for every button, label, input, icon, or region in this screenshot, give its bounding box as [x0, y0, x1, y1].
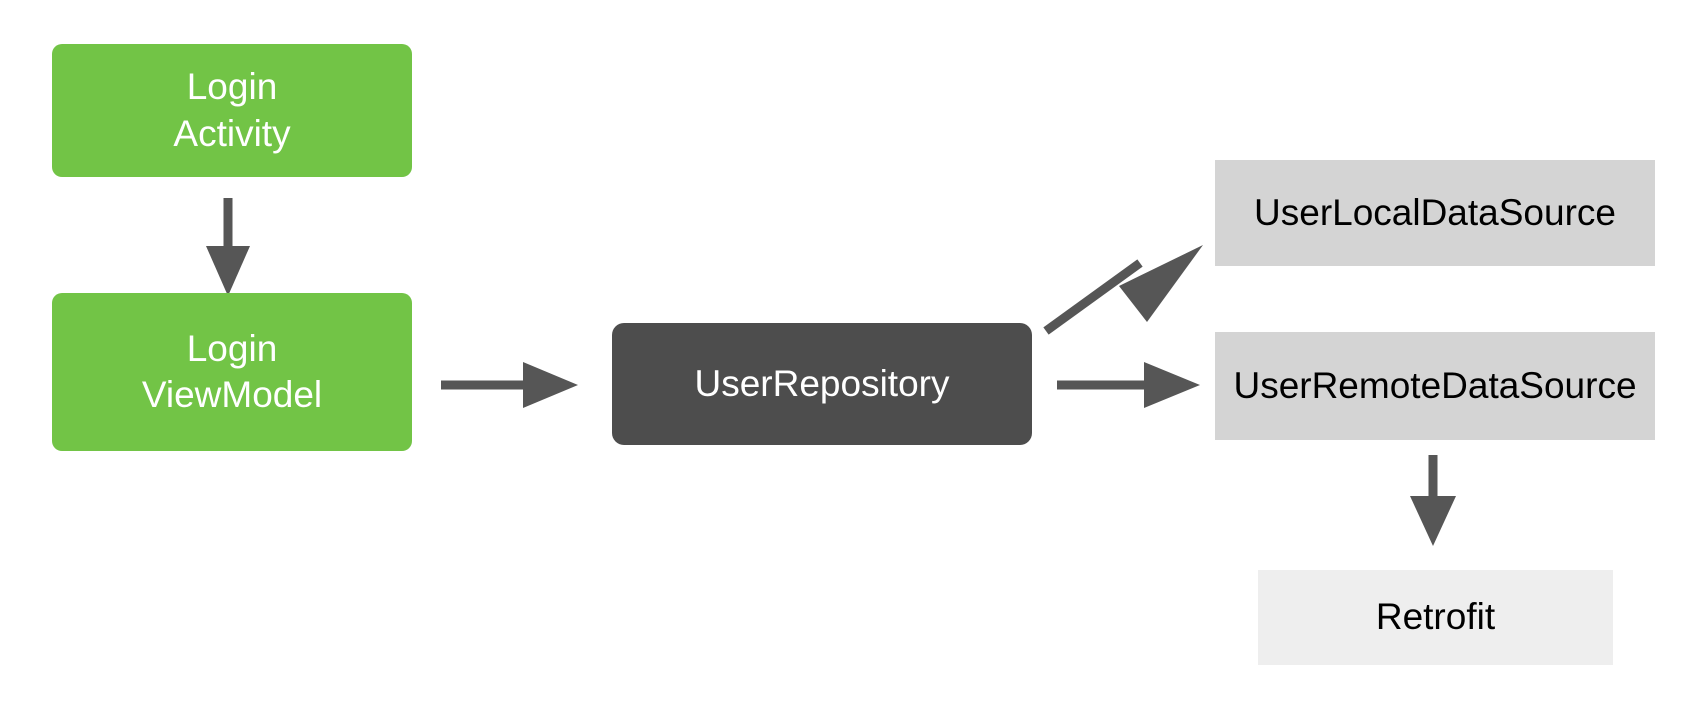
node-user-local-data-source[interactable]: UserLocalDataSource: [1215, 160, 1655, 266]
edge-activity-to-viewmodel: [206, 198, 250, 296]
node-retrofit[interactable]: Retrofit: [1258, 570, 1613, 665]
node-login-activity[interactable]: Login Activity: [52, 44, 412, 177]
node-user-remote-data-source[interactable]: UserRemoteDataSource: [1215, 332, 1655, 440]
edge-remote-to-retrofit: [1410, 455, 1456, 546]
edge-repository-to-remote: [1057, 362, 1200, 408]
node-user-repository[interactable]: UserRepository: [612, 323, 1032, 445]
edge-viewmodel-to-repository: [441, 362, 578, 408]
node-login-viewmodel[interactable]: Login ViewModel: [52, 293, 412, 451]
edge-repository-to-local: [1043, 245, 1203, 335]
